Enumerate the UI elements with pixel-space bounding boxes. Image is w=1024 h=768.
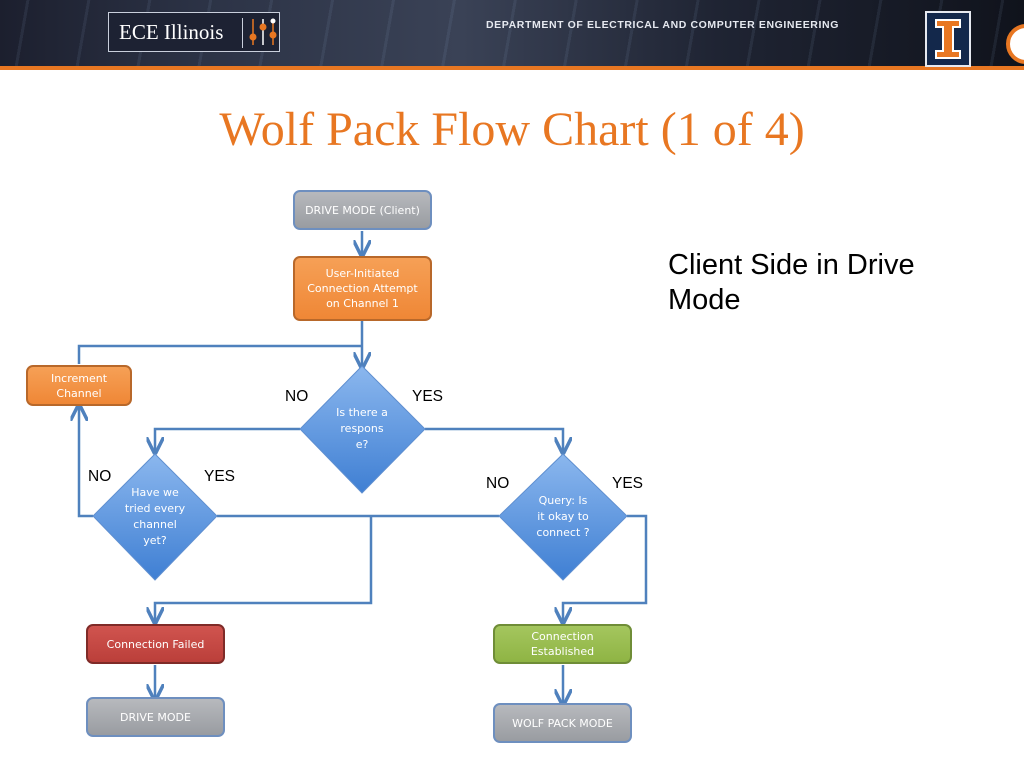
tried-no-label: NO — [88, 468, 112, 485]
block-i-icon — [935, 19, 961, 59]
ece-illinois-logo: ECE Illinois — [108, 12, 280, 52]
connector-response-no — [155, 427, 300, 451]
logo-text: ECE Illinois — [119, 20, 224, 44]
decision-response-text: Is there a respons e? — [336, 406, 388, 451]
connector-increment-loop — [77, 344, 362, 364]
side-note: Client Side in Drive Mode — [668, 249, 915, 316]
slide-title: Wolf Pack Flow Chart (1 of 4) — [219, 103, 805, 156]
drive-mode-client-box: DRIVE MODE (Client) — [293, 190, 432, 230]
illinois-block-i-logo — [925, 11, 971, 67]
decision-diamond-response — [299, 365, 426, 494]
query-yes-label: YES — [612, 475, 644, 492]
decision-query-text: Query: Is it okay to connect ? — [536, 494, 590, 539]
connection-failed-box: Connection Failed — [86, 624, 225, 664]
banner-accent-line — [0, 66, 1024, 70]
decision-diamond-query — [498, 453, 628, 581]
response-no-label: NO — [285, 388, 309, 405]
increment-channel-box: Increment Channel — [26, 365, 132, 406]
response-yes-label: YES — [412, 388, 444, 405]
connection-established-box: Connection Established — [493, 624, 632, 664]
decision-diamond-tried — [92, 453, 218, 581]
header-banner: ECE Illinois DEPARTMENT OF ELECTRICAL AN… — [0, 0, 1024, 72]
connector-tried-yes-to-failed — [155, 516, 373, 621]
query-no-label: NO — [486, 475, 510, 492]
connector-query-yes — [563, 514, 648, 621]
drive-mode-box: DRIVE MODE — [86, 697, 225, 737]
connector-response-yes — [425, 427, 563, 451]
department-name: DEPARTMENT OF ELECTRICAL AND COMPUTER EN… — [486, 19, 839, 31]
tried-yes-label: YES — [204, 468, 236, 485]
connector-tried-no — [79, 407, 93, 518]
user-initiated-connection-box: User-Initiated Connection Attempt on Cha… — [293, 256, 432, 321]
circuit-logo-icon — [249, 18, 277, 45]
logo-divider — [242, 18, 243, 48]
wolf-pack-mode-box: WOLF PACK MODE — [493, 703, 632, 743]
decision-tried-text: Have we tried every channel yet? — [124, 486, 186, 547]
